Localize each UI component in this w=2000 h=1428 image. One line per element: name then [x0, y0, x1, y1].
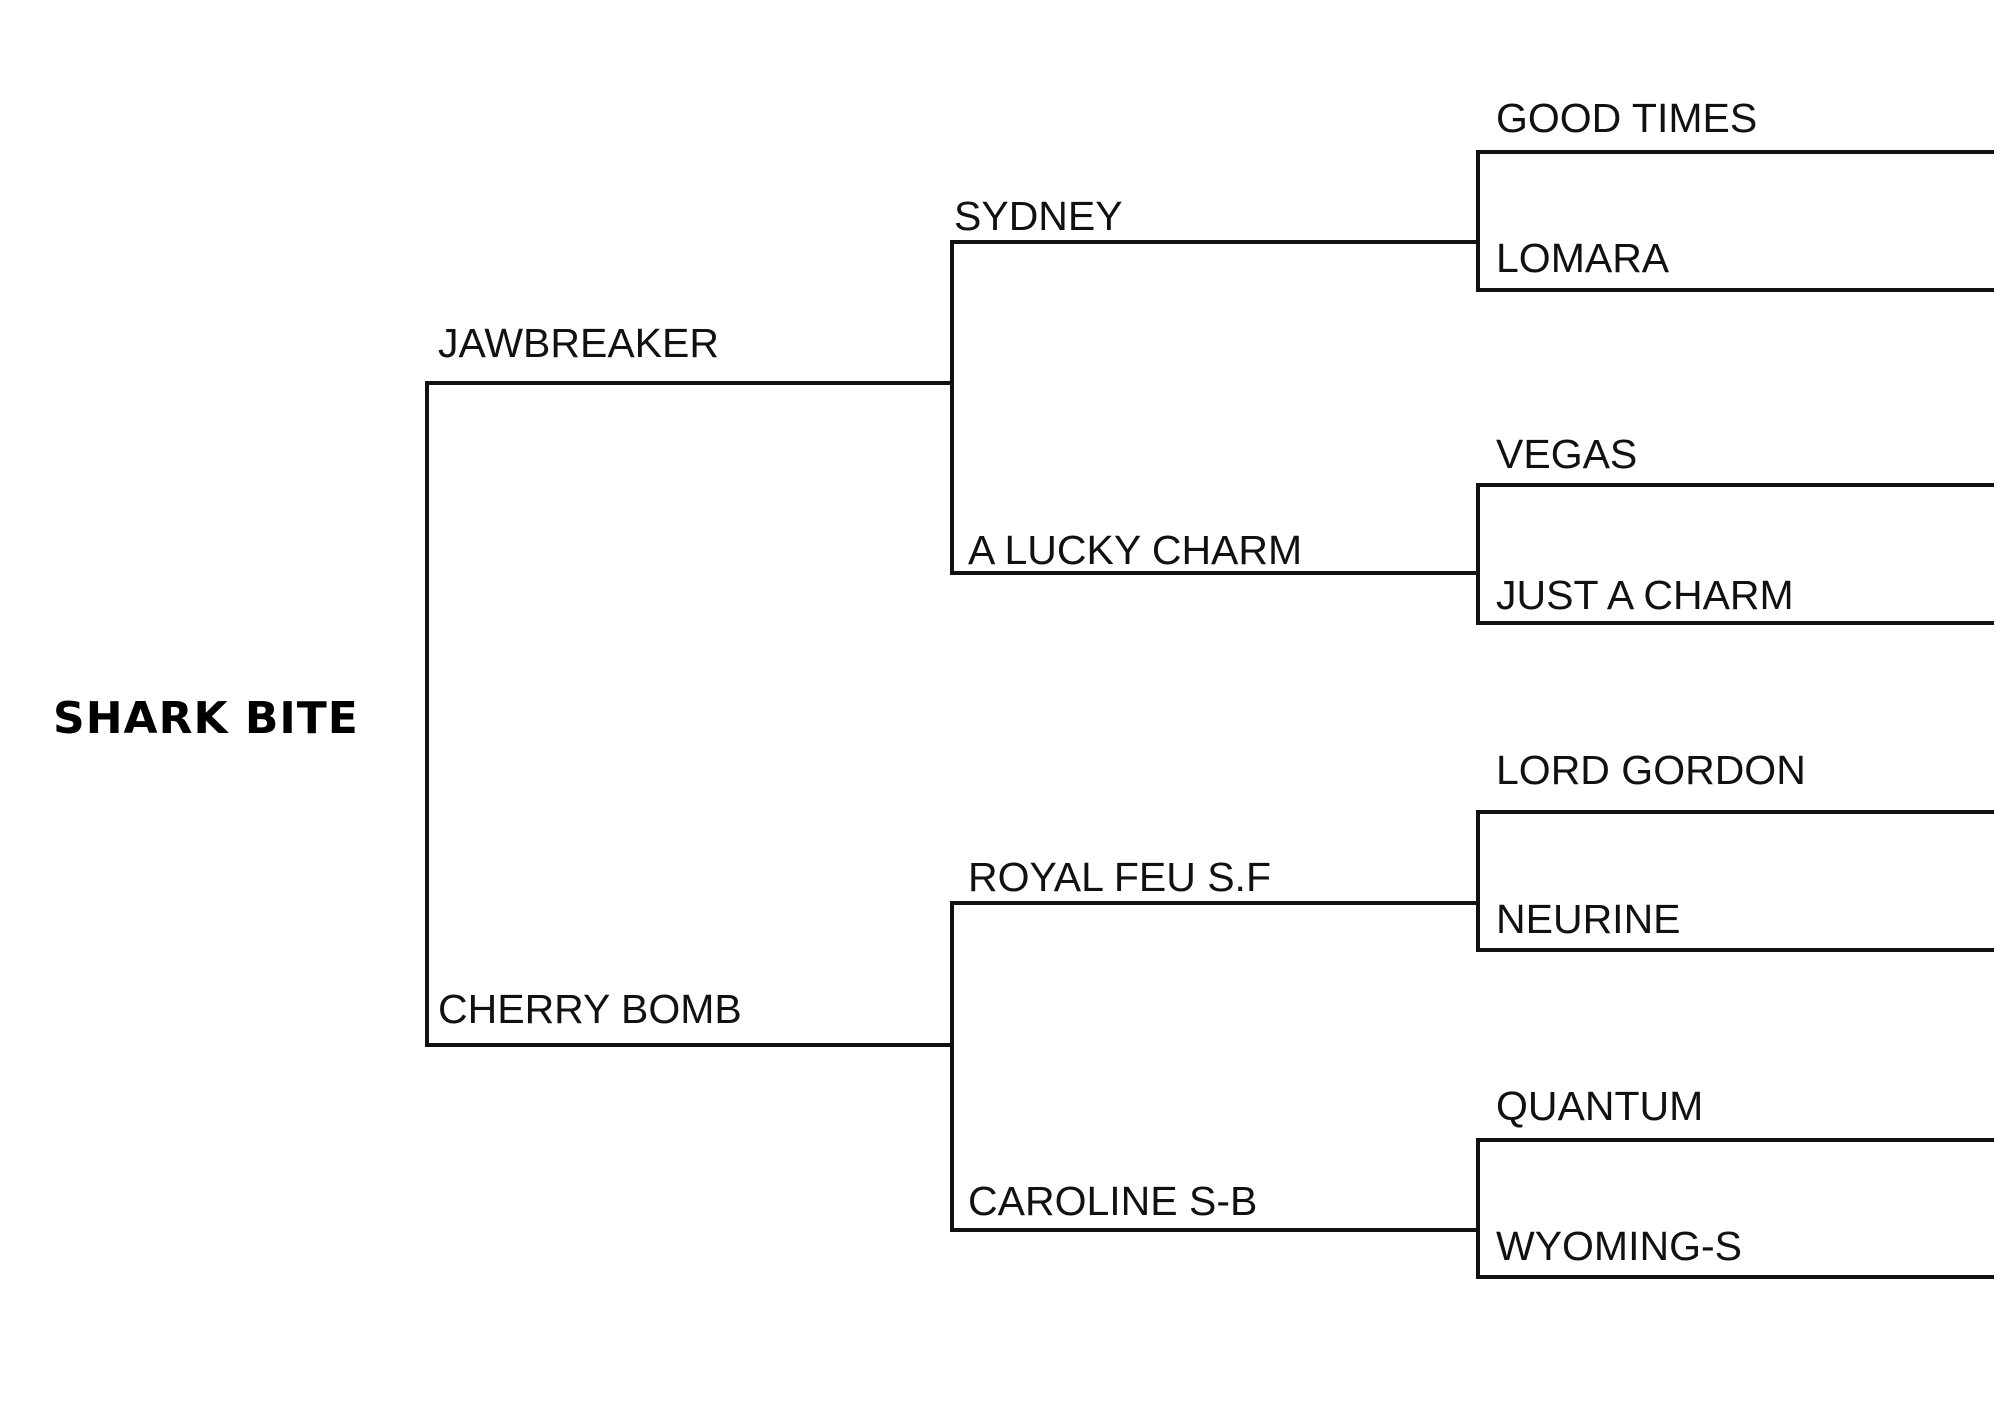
dam-name: CHERRY BOMB	[438, 986, 742, 1032]
dam-sire-sire-name: LORD GORDON	[1496, 747, 1806, 793]
subject-name: SHARK BITE	[53, 693, 359, 744]
dam-sire-dam-name: NEURINE	[1496, 896, 1681, 942]
dam-sire-name: ROYAL FEU S.F	[968, 854, 1271, 900]
dam-dam-dam-name: WYOMING-S	[1496, 1223, 1742, 1269]
pedigree-lines	[425, 150, 1994, 1279]
sire-sire-sire-name: GOOD TIMES	[1496, 95, 1757, 141]
sire-dam-sire-name: VEGAS	[1496, 431, 1637, 477]
sire-dam-name: A LUCKY CHARM	[968, 527, 1302, 573]
dam-dam-sire-name: QUANTUM	[1496, 1083, 1703, 1129]
sire-sire-dam-name: LOMARA	[1496, 235, 1670, 281]
sire-name: JAWBREAKER	[438, 320, 719, 366]
sire-sire-name: SYDNEY	[954, 193, 1123, 239]
sire-dam-dam-name: JUST A CHARM	[1496, 572, 1794, 618]
dam-dam-name: CAROLINE S-B	[968, 1178, 1257, 1224]
